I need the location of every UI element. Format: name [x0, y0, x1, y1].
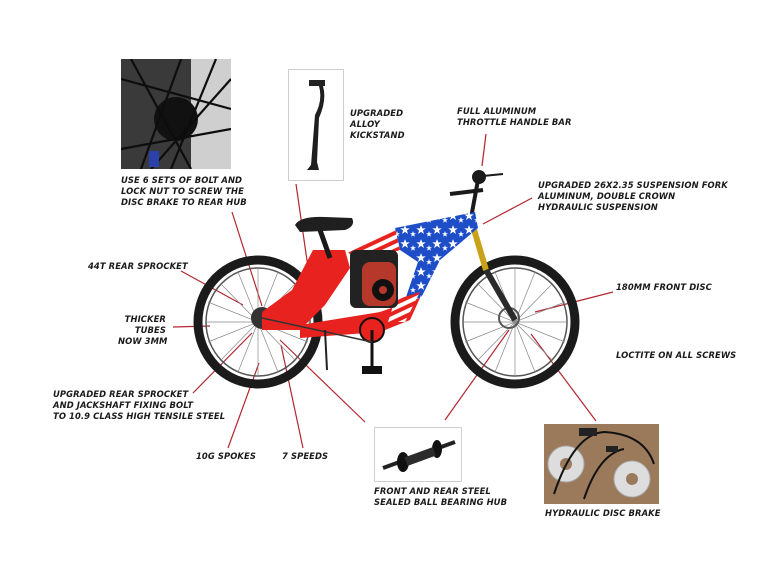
brake-kit-icon [544, 424, 659, 504]
engine [350, 250, 398, 308]
callout-suspension-fork: UPGRADED 26X2.35 SUSPENSION FORK ALUMINU… [538, 180, 728, 212]
hub-icon [382, 440, 456, 472]
callout-kickstand: UPGRADED ALLOY KICKSTAND [350, 108, 405, 140]
seat [295, 216, 354, 259]
hydraulic-brake-photo [544, 424, 659, 504]
kickstand [324, 329, 328, 371]
callout-handle-bar: FULL ALUMINUM THROTTLE HANDLE BAR [457, 106, 572, 127]
front-wheel [450, 255, 580, 389]
callout-spokes: 10G SPOKES [196, 451, 256, 461]
kickstand-photo [288, 69, 344, 181]
crank [261, 317, 385, 374]
callout-front-disc: 180MM FRONT DISC [616, 282, 712, 292]
callout-disc-brake-bolts: USE 6 SETS OF BOLT AND LOCK NUT TO SCREW… [121, 175, 247, 207]
kickstand-icon [307, 80, 325, 170]
handlebar [449, 170, 504, 219]
callout-loctite: LOCTITE ON ALL SCREWS [616, 350, 737, 360]
callout-hub: FRONT AND REAR STEEL SEALED BALL BEARING… [374, 486, 508, 507]
hub-photo [374, 427, 462, 482]
callout-speeds: 7 SPEEDS [282, 451, 329, 461]
callout-rear-sprocket: 44T REAR SPROCKET [88, 261, 188, 271]
spokes-closeup-icon [121, 59, 231, 169]
callout-hydraulic-brake: HYDRAULIC DISC BRAKE [545, 508, 661, 518]
callout-thicker-tubes: THICKER TUBES NOW 3MM [118, 314, 168, 346]
rear-hub-bolts-photo [121, 59, 231, 169]
callout-jackshaft-bolt: UPGRADED REAR SPROCKET AND JACKSHAFT FIX… [53, 389, 226, 421]
